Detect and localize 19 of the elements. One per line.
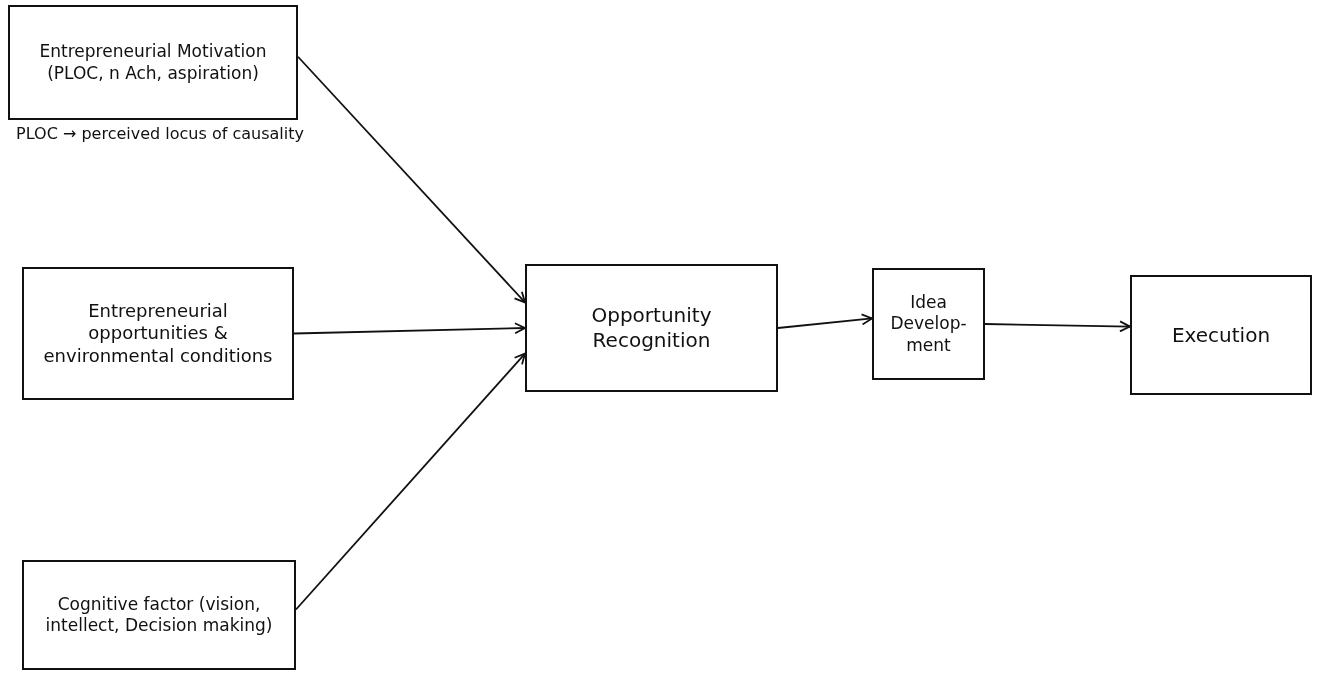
arrow xyxy=(297,55,526,304)
note-text: PLOC → perceived locus of causality xyxy=(15,124,305,144)
arrow xyxy=(777,313,873,329)
process-box xyxy=(525,264,778,392)
arrow xyxy=(984,320,1131,333)
process-box xyxy=(22,560,296,670)
box-text: Develop- ment xyxy=(889,313,968,356)
box-text: Idea xyxy=(910,292,947,314)
process-box xyxy=(8,5,298,120)
process-box xyxy=(1130,275,1312,395)
arrow xyxy=(295,352,526,611)
process-box xyxy=(22,267,294,400)
box-text: Cognitive factor (vision, intellect, Decision making) xyxy=(44,593,274,637)
box-text: Execution xyxy=(1171,322,1271,348)
box-text: Entrepreneurial opportunities & environmental conditions xyxy=(42,299,274,368)
box-text: Entrepreneurial Motivation (PLOC, n Ach, aspiration) xyxy=(38,41,268,84)
arrow xyxy=(293,322,526,335)
process-box xyxy=(872,268,985,380)
box-text: Opportunity Recognition xyxy=(590,303,713,353)
